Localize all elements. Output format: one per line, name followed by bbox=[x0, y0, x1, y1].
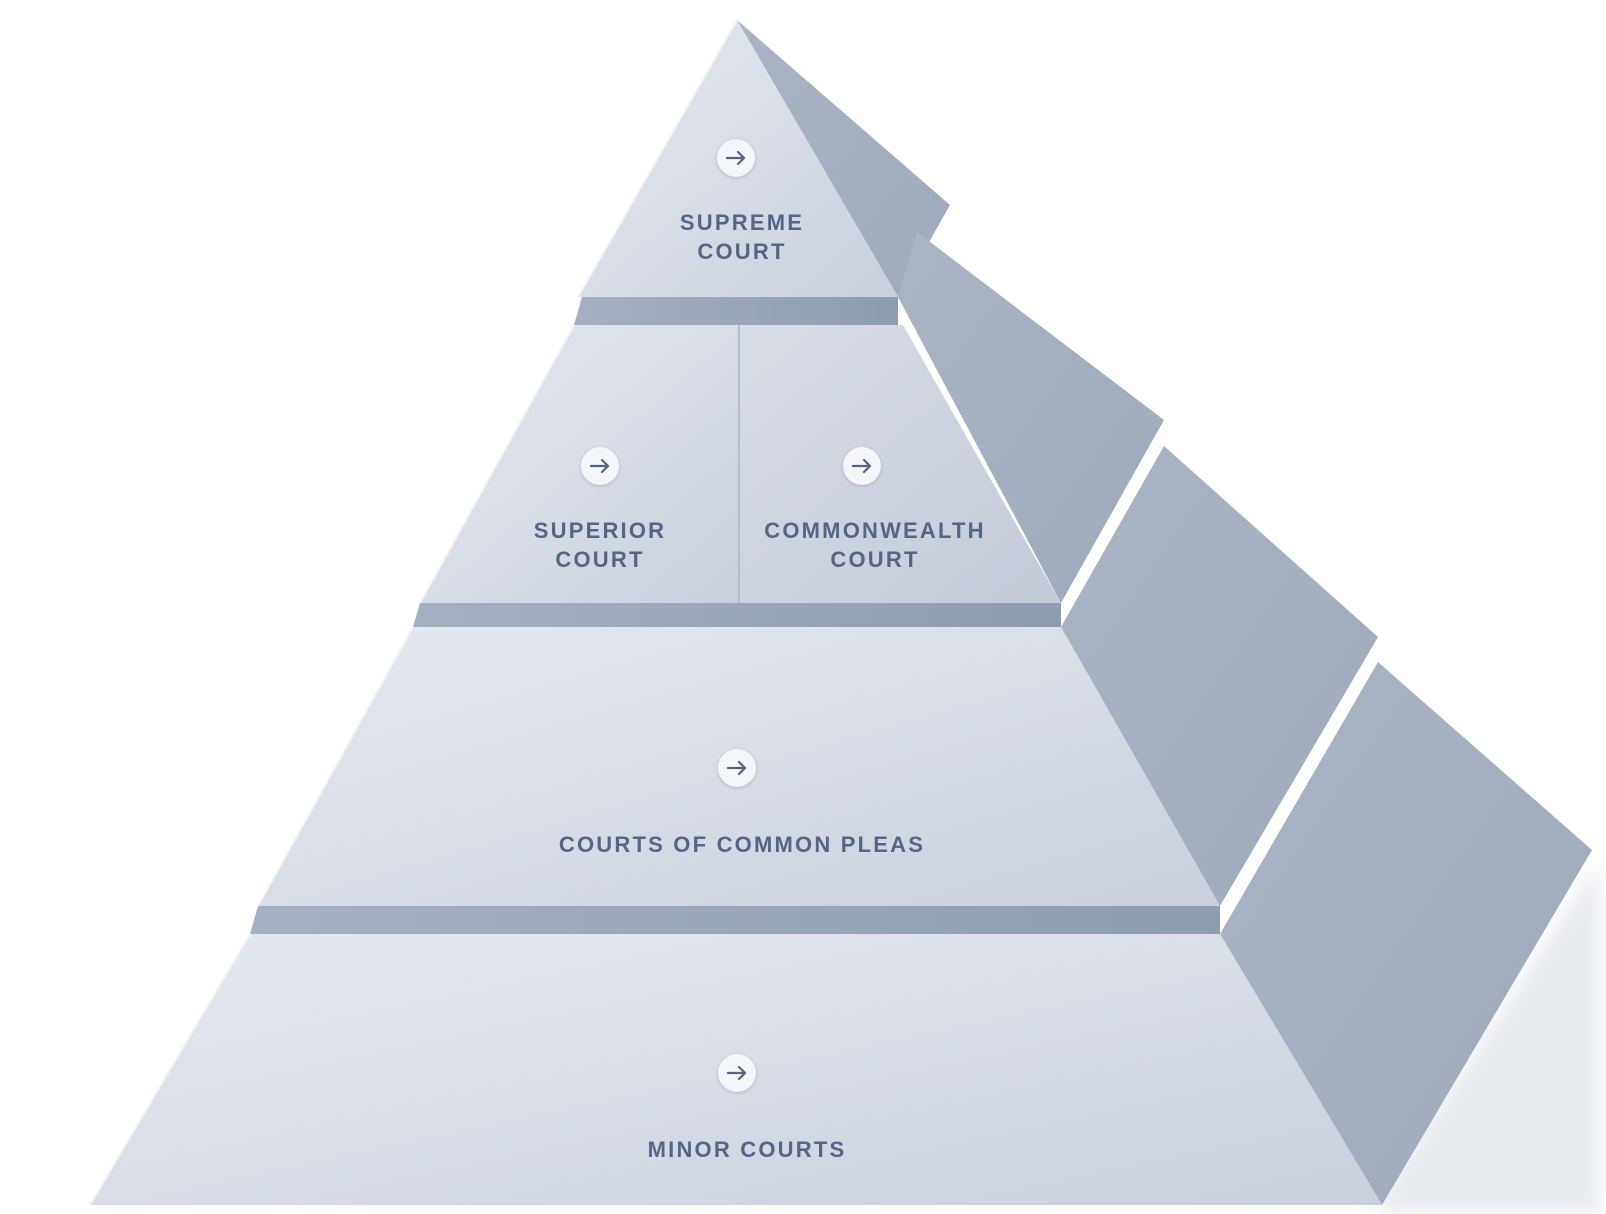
arrow-right-icon bbox=[589, 458, 610, 474]
minor-courts-arrow-button[interactable] bbox=[718, 1054, 756, 1092]
side-face-supreme bbox=[737, 20, 950, 297]
separator-band-1 bbox=[574, 297, 898, 325]
superior-court-arrow-button[interactable] bbox=[581, 447, 619, 485]
side-face-common-pleas bbox=[1061, 446, 1378, 906]
face-superior bbox=[420, 325, 739, 603]
common-pleas-label[interactable]: COURTS OF COMMON PLEAS bbox=[559, 830, 925, 859]
side-face-appellate bbox=[898, 232, 1164, 603]
arrow-right-icon bbox=[726, 1065, 747, 1081]
minor-courts-label-text: MINOR COURTS bbox=[647, 1137, 847, 1162]
face-commonwealth bbox=[739, 325, 1061, 603]
minor-courts-label[interactable]: MINOR COURTS bbox=[648, 1135, 847, 1164]
commonwealth-court-arrow-button[interactable] bbox=[843, 447, 881, 485]
supreme-court-label-line1: SUPREME bbox=[679, 210, 805, 235]
commonwealth-court-label-line1: COMMONWEALTH bbox=[764, 518, 986, 543]
superior-court-label[interactable]: SUPERIOR COURT bbox=[534, 516, 667, 574]
common-pleas-arrow-button[interactable] bbox=[718, 749, 756, 787]
superior-court-label-line1: SUPERIOR bbox=[533, 518, 667, 543]
separator-band-3 bbox=[250, 906, 1220, 934]
separator-band-2 bbox=[413, 603, 1061, 627]
arrow-right-icon bbox=[726, 760, 747, 776]
supreme-court-arrow-button[interactable] bbox=[717, 139, 755, 177]
supreme-court-label[interactable]: SUPREME COURT bbox=[680, 208, 804, 266]
commonwealth-court-label[interactable]: COMMONWEALTH COURT bbox=[764, 516, 986, 574]
superior-court-label-line2: COURT bbox=[555, 547, 645, 572]
common-pleas-label-text: COURTS OF COMMON PLEAS bbox=[558, 832, 926, 857]
arrow-right-icon bbox=[851, 458, 872, 474]
supreme-court-label-line2: COURT bbox=[697, 239, 787, 264]
arrow-right-icon bbox=[725, 150, 746, 166]
commonwealth-court-label-line2: COURT bbox=[830, 547, 920, 572]
side-face-minor bbox=[1220, 662, 1592, 1205]
pyramid-shadow bbox=[1375, 860, 1600, 1214]
